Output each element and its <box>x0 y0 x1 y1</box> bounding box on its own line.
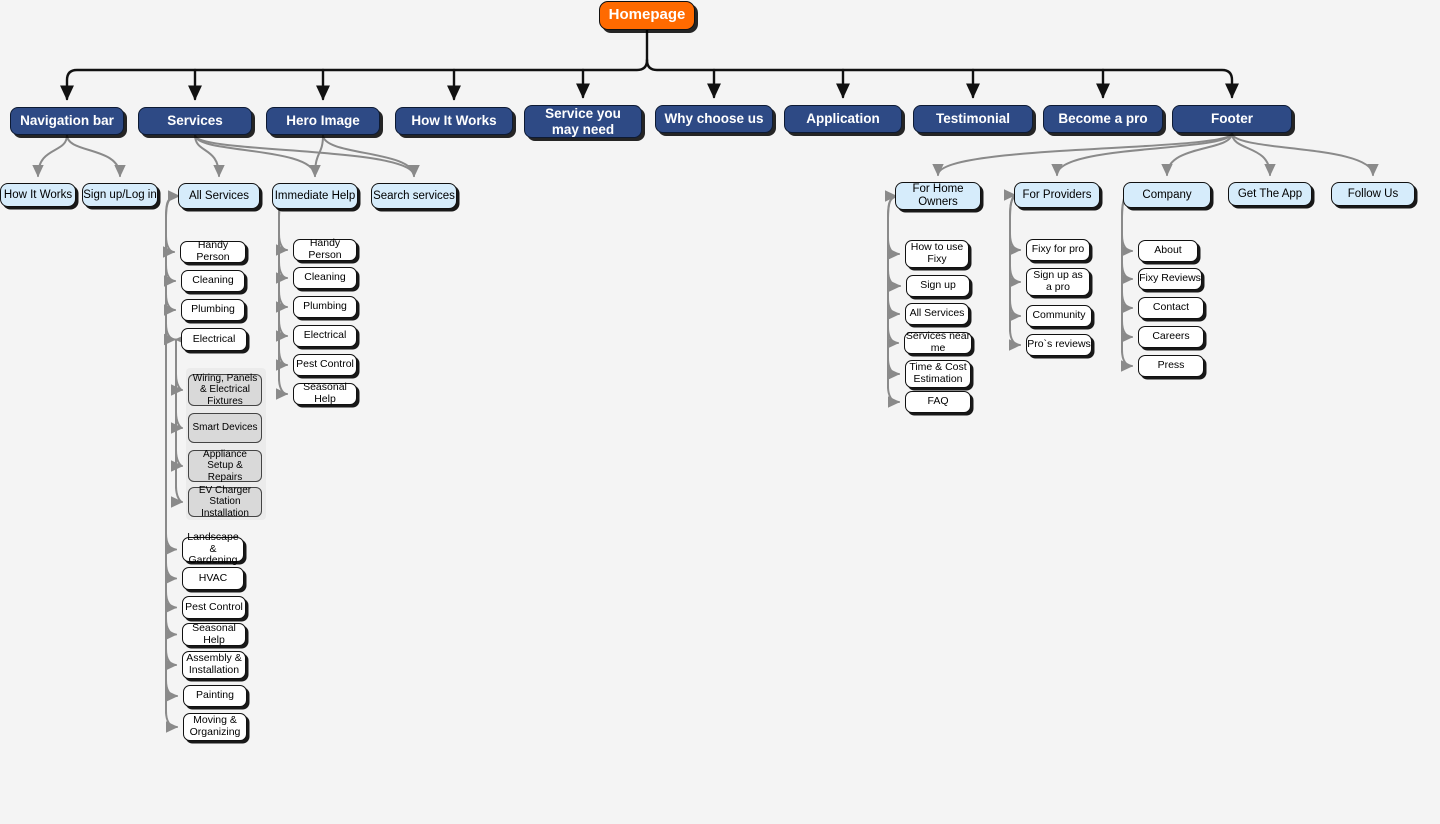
node-company-press[interactable]: Press <box>1138 355 1204 377</box>
node-allsvc-electrical[interactable]: Electrical <box>181 328 247 351</box>
node-company-careers[interactable]: Careers <box>1138 326 1204 348</box>
node-homepage[interactable]: Homepage <box>599 1 695 30</box>
node-allsvc-handy-person[interactable]: Handy Person <box>180 239 246 263</box>
node-nav-sign-up-log-in[interactable]: Sign up/Log in <box>82 183 158 207</box>
node-allsvc-moving-organizing[interactable]: Moving & Organizing <box>183 713 247 741</box>
node-homeowner-all-services[interactable]: All Services <box>905 303 969 325</box>
node-allsvc-pest-control[interactable]: Pest Control <box>182 596 246 619</box>
node-footer-follow-us[interactable]: Follow Us <box>1331 182 1415 206</box>
node-homeowner-faq[interactable]: FAQ <box>905 391 971 413</box>
node-imhelp-cleaning[interactable]: Cleaning <box>293 267 357 289</box>
node-allsvc-seasonal-help[interactable]: Seasonal Help <box>182 622 246 646</box>
node-l1-application[interactable]: Application <box>784 105 902 133</box>
node-provider-sign-up-as-a-pro[interactable]: Sign up as a pro <box>1026 268 1090 296</box>
node-nav-how-it-works[interactable]: How It Works <box>0 183 76 207</box>
node-l1-hero-image[interactable]: Hero Image <box>266 107 380 135</box>
node-footer-for-providers[interactable]: For Providers <box>1014 182 1100 208</box>
node-l1-testimonial[interactable]: Testimonial <box>913 105 1033 133</box>
node-company-contact[interactable]: Contact <box>1138 297 1204 319</box>
node-electrical-wiring-panels-electrical-fixtures[interactable]: Wiring, Panels & Electrical Fixtures <box>188 373 262 407</box>
node-l1-service-you-may-need[interactable]: Service you may need <box>524 105 642 138</box>
node-l1-navigation-bar[interactable]: Navigation bar <box>10 107 124 135</box>
node-l1-become-a-pro[interactable]: Become a pro <box>1043 105 1163 133</box>
node-allsvc-hvac[interactable]: HVAC <box>182 567 244 590</box>
node-l1-why-choose-us[interactable]: Why choose us <box>655 105 773 133</box>
node-footer-for-home-owners[interactable]: For Home Owners <box>895 182 981 210</box>
node-footer-company[interactable]: Company <box>1123 182 1211 208</box>
node-allsvc-cleaning[interactable]: Cleaning <box>181 270 245 292</box>
node-provider-pro-s-reviews[interactable]: Pro`s reviews <box>1026 334 1092 356</box>
node-provider-fixy-for-pro[interactable]: Fixy for pro <box>1026 239 1090 261</box>
node-imhelp-plumbing[interactable]: Plumbing <box>293 296 357 318</box>
node-company-fixy-reviews[interactable]: Fixy Reviews <box>1138 268 1202 290</box>
node-electrical-appliance-setup-repairs[interactable]: Appliance Setup & Repairs <box>188 449 262 483</box>
node-allsvc-painting[interactable]: Painting <box>183 685 247 707</box>
node-svc-immediate-help[interactable]: Immediate Help <box>272 183 358 209</box>
node-imhelp-electrical[interactable]: Electrical <box>293 325 357 347</box>
node-imhelp-pest-control[interactable]: Pest Control <box>293 354 357 376</box>
node-company-about[interactable]: About <box>1138 240 1198 262</box>
node-imhelp-handy-person[interactable]: Handy Person <box>293 237 357 261</box>
node-l1-how-it-works[interactable]: How It Works <box>395 107 513 135</box>
node-svc-search-services[interactable]: Search services <box>371 183 457 209</box>
node-allsvc-plumbing[interactable]: Plumbing <box>181 299 245 321</box>
node-imhelp-seasonal-help[interactable]: Seasonal Help <box>293 381 357 405</box>
node-electrical-ev-charger-station-installation[interactable]: EV Charger Station Installation <box>188 485 262 519</box>
node-provider-community[interactable]: Community <box>1026 305 1092 327</box>
node-footer-get-the-app[interactable]: Get The App <box>1228 182 1312 206</box>
node-svc-all-services[interactable]: All Services <box>178 183 260 209</box>
node-homeowner-services-near-me[interactable]: Services near me <box>904 330 972 354</box>
node-allsvc-landscape-gardening[interactable]: Landscape & Gardening <box>182 531 244 566</box>
node-electrical-smart-devices[interactable]: Smart Devices <box>188 413 262 443</box>
node-homeowner-sign-up[interactable]: Sign up <box>906 275 970 297</box>
node-l1-footer[interactable]: Footer <box>1172 105 1292 133</box>
node-allsvc-assembly-installation[interactable]: Assembly & Installation <box>182 651 246 679</box>
node-l1-services[interactable]: Services <box>138 107 252 135</box>
node-homeowner-time-cost-estimation[interactable]: Time & Cost Estimation <box>905 360 971 388</box>
node-homeowner-how-to-use-fixy[interactable]: How to use Fixy <box>905 240 969 268</box>
